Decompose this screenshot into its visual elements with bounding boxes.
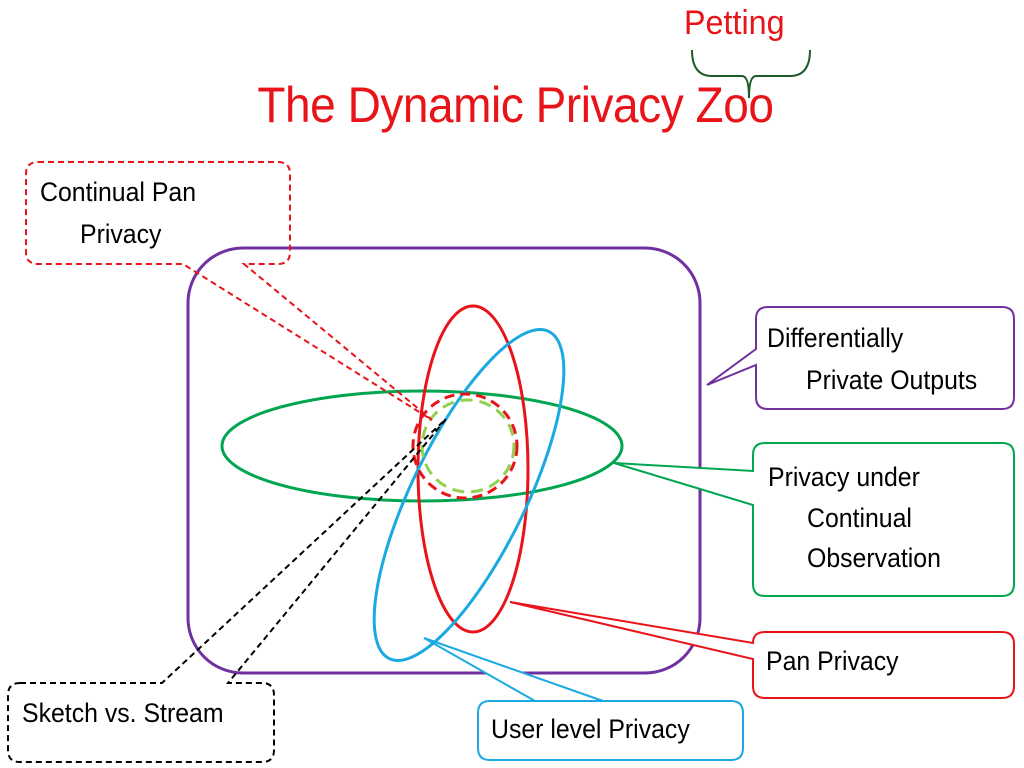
continual-pan-privacy-label-line1: Continual Pan (40, 177, 197, 207)
continual-observation-callout (613, 442, 1015, 597)
continual-pan-privacy-circle (411, 392, 519, 500)
continual-pan-privacy-callout (25, 161, 433, 421)
differentially-private-outputs-callout (706, 306, 1015, 410)
continual-pan-privacy-label-line2: Privacy (80, 219, 162, 249)
pan-privacy-callout (509, 601, 1015, 699)
continual-observation-label-line2: Continual (807, 503, 912, 533)
pan-privacy-label: Pan Privacy (766, 646, 899, 676)
petting-annotation: Petting (684, 4, 785, 42)
page-title: The Dynamic Privacy Zoo (257, 77, 774, 133)
sketch-vs-stream-callout (7, 418, 447, 763)
continual-observation-ellipse (220, 389, 624, 503)
sketch-vs-stream-label: Sketch vs. Stream (22, 698, 224, 728)
user-level-privacy-callout (423, 637, 744, 761)
differentially-private-outputs-label-line2: Private Outputs (806, 365, 978, 395)
differentially-private-outputs-region (186, 246, 702, 675)
continual-pan-privacy-inner-circle (420, 398, 516, 494)
continual-observation-label-line3: Observation (807, 543, 941, 573)
user-level-privacy-ellipse (372, 328, 566, 662)
continual-observation-label-line1: Privacy under (768, 462, 920, 492)
user-level-privacy-label: User level Privacy (491, 714, 690, 744)
differentially-private-outputs-label-line1: Differentially (767, 323, 904, 353)
brace-shape (691, 49, 811, 99)
